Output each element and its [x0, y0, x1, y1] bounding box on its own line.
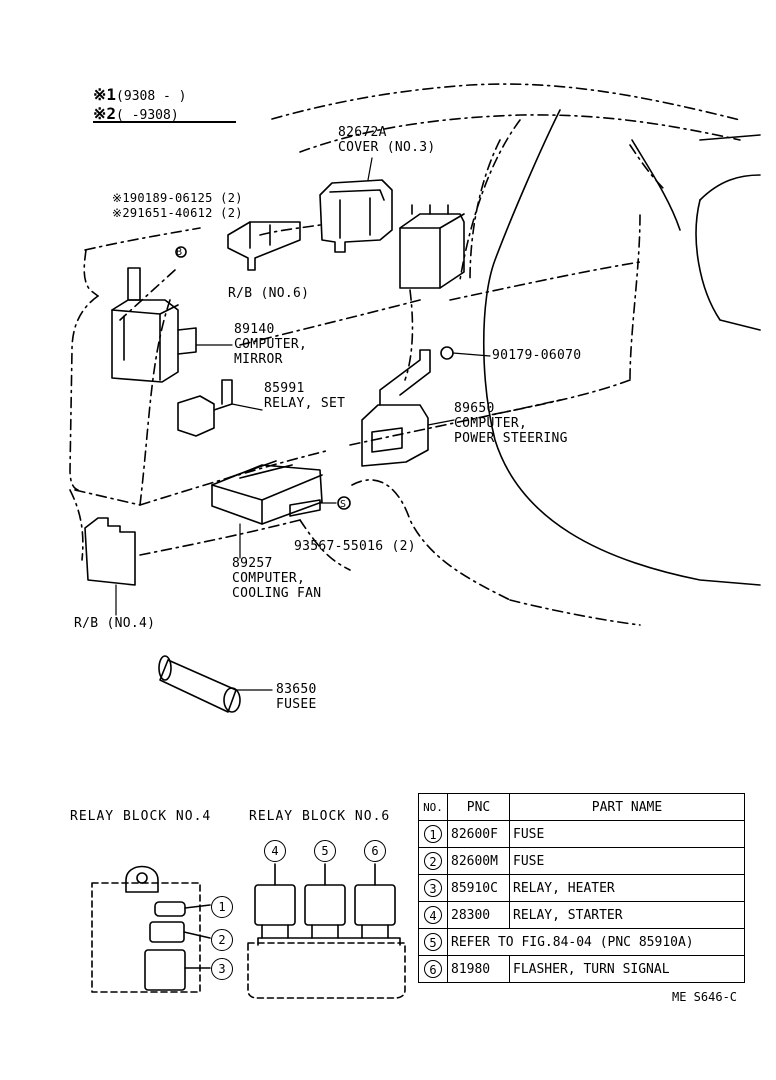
legend-mark-1: ※1 — [93, 85, 117, 104]
rb4-label: R/B (NO.4) — [74, 616, 156, 631]
row-no: 6 — [424, 960, 442, 978]
table-row: 5 REFER TO FIG.84-04 (PNC 85910A) — [418, 928, 745, 956]
screw2-label: 93567-55016 (2) — [294, 539, 416, 554]
block4-marker-1: 1 — [211, 896, 233, 918]
fan-computer-part — [211, 460, 351, 525]
row-no: 1 — [424, 825, 442, 843]
ps-pnc: 89650 — [454, 401, 495, 416]
ps-name-2: POWER STEERING — [454, 431, 568, 446]
row-name: RELAY, STARTER — [509, 901, 745, 929]
relay-block-6-detail — [247, 863, 406, 999]
ps-label: 89650 COMPUTER, POWER STEERING — [454, 401, 568, 446]
legend-mark-2: ※2 — [93, 104, 117, 123]
header-pnc: PNC — [447, 793, 510, 821]
table-row: 4 28300 RELAY, STARTER — [418, 901, 745, 929]
row-pnc: 82600F — [447, 820, 510, 848]
legend-text-2: ( -9308) — [116, 108, 179, 123]
legend-underline — [93, 121, 236, 123]
header-no: NO. — [418, 793, 448, 821]
bolt-marker: B — [176, 247, 183, 258]
cover-name: COVER (NO.3) — [338, 140, 436, 155]
legend-text-1: (9308 - ) — [116, 89, 187, 104]
fusee-label: 83650 FUSEE — [276, 682, 317, 712]
block6-marker-4: 4 — [264, 840, 286, 862]
header-part-name: PART NAME — [509, 793, 745, 821]
mirror-pnc: 89140 — [234, 322, 275, 337]
table-row: 3 85910C RELAY, HEATER — [418, 874, 745, 902]
fusee-name: FUSEE — [276, 697, 317, 712]
row-reference: REFER TO FIG.84-04 (PNC 85910A) — [447, 928, 745, 956]
box-part — [399, 204, 465, 289]
row-no: 2 — [424, 852, 442, 870]
rb6-label: R/B (NO.6) — [228, 286, 310, 301]
fan-label: 89257 COMPUTER, COOLING FAN — [232, 556, 321, 601]
panel-outlines — [69, 83, 741, 626]
block6-marker-6: 6 — [364, 840, 386, 862]
row-pnc: 85910C — [447, 874, 510, 902]
screw-label: 90179-06070 — [492, 348, 582, 363]
relay-set-label: 85991 RELAY, SET — [264, 381, 345, 411]
relay-set-name: RELAY, SET — [264, 396, 346, 411]
cover-part — [319, 179, 393, 253]
fan-name-1: COMPUTER, — [232, 571, 306, 586]
variant-legend: ※1(9308 - ) ※2( -9308) — [93, 86, 187, 124]
bolt-2: ※291651-40612 (2) — [112, 206, 243, 220]
relay-set-part — [177, 379, 233, 437]
table-header-row: NO. PNC PART NAME — [418, 793, 745, 821]
table-row: 1 82600F FUSE — [418, 820, 745, 848]
block4-marker-2: 2 — [211, 929, 233, 951]
row-pnc: 81980 — [447, 955, 510, 983]
row-no: 4 — [424, 906, 442, 924]
bolt-1: ※190189-06125 (2) — [112, 191, 243, 205]
row-name: RELAY, HEATER — [509, 874, 745, 902]
row-no: 3 — [424, 879, 442, 897]
row-pnc: 82600M — [447, 847, 510, 875]
screw-marker: S — [340, 499, 347, 510]
table-row: 6 81980 FLASHER, TURN SIGNAL — [418, 955, 745, 983]
row-name: FUSE — [509, 820, 745, 848]
parts-table: NO. PNC PART NAME 1 82600F FUSE 2 82600M… — [418, 793, 745, 983]
row-pnc: 28300 — [447, 901, 510, 929]
fan-pnc: 89257 — [232, 556, 273, 571]
rb4-part — [84, 517, 136, 586]
bolt-label: ※190189-06125 (2) ※291651-40612 (2) — [112, 191, 243, 221]
body-side — [482, 109, 761, 586]
mirror-name-1: COMPUTER, — [234, 337, 308, 352]
cover-pnc: 82672A — [338, 125, 387, 140]
relay-set-pnc: 85991 — [264, 381, 305, 396]
relay-block-6-title: RELAY BLOCK NO.6 — [249, 809, 391, 824]
ps-computer-part — [361, 346, 454, 467]
relay-block-4-detail — [91, 865, 211, 993]
fan-name-2: COOLING FAN — [232, 586, 322, 601]
relay-block-4-title: RELAY BLOCK NO.4 — [70, 809, 212, 824]
mirror-computer-part — [111, 246, 197, 383]
row-name: FLASHER, TURN SIGNAL — [509, 955, 745, 983]
cover-label: 82672A COVER (NO.3) — [338, 125, 436, 155]
fusee-part — [158, 655, 241, 713]
fusee-pnc: 83650 — [276, 682, 317, 697]
figure-code: ME S646-C — [672, 990, 738, 1004]
leader-lines — [115, 157, 491, 691]
block6-marker-5: 5 — [314, 840, 336, 862]
mirror-name-2: MIRROR — [234, 352, 283, 367]
ps-name-1: COMPUTER, — [454, 416, 528, 431]
block4-marker-3: 3 — [211, 958, 233, 980]
table-row: 2 82600M FUSE — [418, 847, 745, 875]
rb6-part — [227, 221, 301, 271]
row-no: 5 — [424, 933, 442, 951]
row-name: FUSE — [509, 847, 745, 875]
mirror-label: 89140 COMPUTER, MIRROR — [234, 322, 307, 367]
